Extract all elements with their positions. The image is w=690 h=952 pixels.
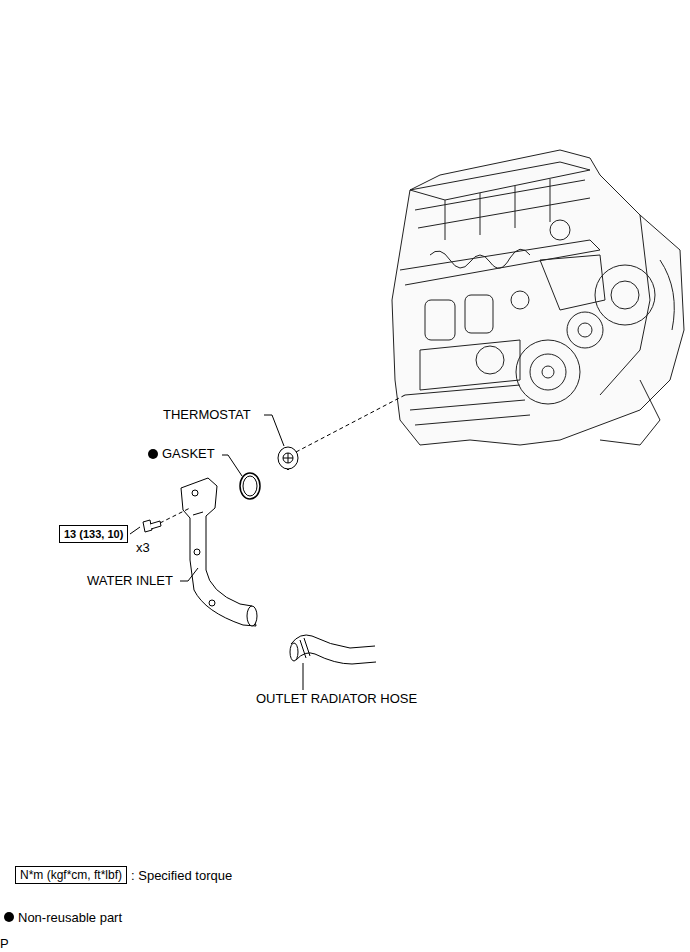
gasket-part: [240, 473, 260, 499]
engine-illustration: [465, 295, 493, 333]
thermostat-part: [283, 453, 293, 463]
outlet-radiator-hose-part: [296, 653, 376, 664]
thermostat-part: [278, 447, 298, 469]
engine-illustration: [611, 281, 639, 309]
outlet-radiator-hose-part: [300, 638, 310, 658]
outlet-radiator-hose-part: [290, 635, 376, 664]
engine-illustration: [511, 291, 529, 309]
torque-value: 13 (133, 10): [64, 527, 123, 541]
leader-line: [130, 415, 303, 690]
engine-illustration: [405, 385, 530, 425]
engine-illustration: [400, 240, 600, 285]
leader-line: [264, 415, 284, 446]
thermostat-part: [283, 453, 293, 463]
engine-illustration: [542, 366, 554, 378]
engine-illustration: [516, 340, 580, 404]
engine-illustration: [392, 150, 684, 445]
water-inlet-part: [209, 600, 215, 606]
engine-illustration: [476, 346, 504, 374]
engine-illustration: [430, 249, 530, 268]
engine-illustration: [600, 260, 674, 445]
part-label: x3: [136, 540, 150, 555]
torque-box: 13 (133, 10): [59, 525, 128, 543]
thermostat-part: [278, 447, 298, 470]
engine-illustration: [418, 198, 590, 228]
water-inlet-part: [192, 490, 198, 496]
bolt-part: [150, 521, 161, 529]
part-label: P: [0, 936, 9, 951]
engine-illustration: [578, 323, 592, 337]
water-inlet-part: [193, 512, 203, 515]
part-label: WATER INLET: [87, 573, 173, 588]
engine-illustration: [540, 255, 605, 310]
water-inlet-part: [181, 478, 257, 626]
non-reusable-mark: [4, 912, 14, 922]
leader-line: [130, 527, 140, 534]
engine-illustration: [392, 150, 684, 445]
engine-illustration: [420, 340, 520, 390]
engine-illustration: [410, 162, 590, 200]
assembly-line: [296, 395, 405, 452]
water-inlet-part: [247, 606, 257, 626]
engine-illustration: [415, 180, 585, 210]
part-label: THERMOSTAT: [163, 407, 251, 422]
engine-illustration: [600, 175, 650, 395]
leader-line: [222, 455, 242, 476]
leader-line: [180, 568, 198, 581]
legend-text: Non-reusable part: [18, 910, 122, 925]
engine-illustration: [425, 300, 455, 340]
engine-illustration: [550, 220, 570, 240]
part-label: OUTLET RADIATOR HOSE: [256, 691, 417, 706]
water-inlet-part: [181, 478, 256, 626]
bolt-part: [143, 520, 161, 532]
assembly-line: [160, 508, 190, 523]
gasket-part: [240, 473, 260, 499]
legend-text: : Specified torque: [131, 868, 232, 883]
engine-illustration: [530, 354, 566, 390]
leader-line: [303, 663, 304, 690]
outlet-radiator-hose-part: [290, 643, 298, 661]
engine-illustration: [567, 312, 603, 348]
gasket-part: [243, 476, 257, 496]
outlet-radiator-hose-part: [291, 635, 375, 648]
water-inlet-part: [194, 549, 200, 555]
part-label: GASKET: [162, 446, 215, 461]
legend-torque-box: N*m (kgf*cm, ft*lbf): [15, 866, 127, 884]
engine-illustration: [445, 179, 550, 240]
torque-value: N*m (kgf*cm, ft*lbf): [20, 868, 122, 882]
non-reusable-mark: [148, 449, 158, 459]
